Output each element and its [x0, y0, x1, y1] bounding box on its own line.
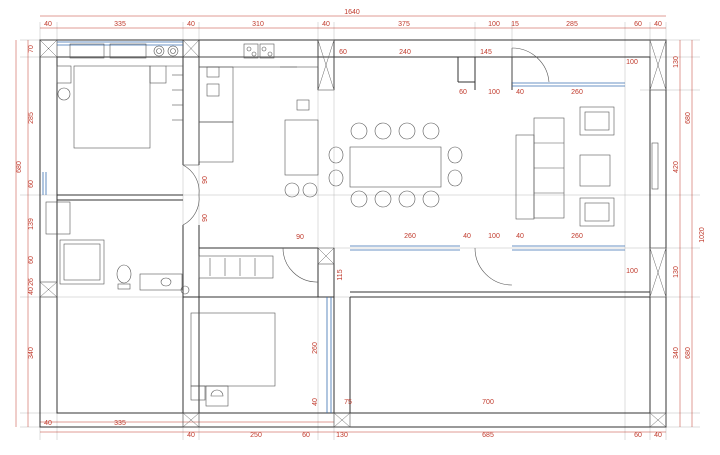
guide-lines — [20, 22, 700, 440]
interior-dim-20: 40 — [312, 398, 319, 406]
total-height-label: 1020 — [699, 227, 706, 243]
bottom-dim-7: 40 — [654, 432, 662, 439]
left-dim-3: 680 — [16, 161, 23, 173]
bottom-dim-6: 60 — [634, 432, 642, 439]
interior-dim-16: 260 — [571, 233, 583, 240]
left-dim-6: 60 — [28, 256, 35, 264]
right-dim-1: 130 — [673, 56, 680, 68]
kitchen-fixtures — [198, 43, 319, 198]
structural-columns — [39, 39, 667, 428]
left-dim-1: 70 — [28, 45, 35, 53]
interior-dim-7: 40 — [516, 89, 524, 96]
interior-dim-4: 100 — [626, 59, 638, 66]
right-dim-4: 130 — [673, 266, 680, 278]
right-dim-6: 680 — [685, 347, 692, 359]
total-width-label: 1640 — [344, 9, 360, 16]
interior-dim-5: 60 — [459, 89, 467, 96]
top-dim-3: 40 — [187, 21, 195, 28]
right-dim-3: 680 — [685, 112, 692, 124]
interior-dim-17: 100 — [626, 268, 638, 275]
top-dim-8: 15 — [511, 21, 519, 28]
right-dim-2: 420 — [673, 161, 680, 173]
interior-dim-13: 40 — [463, 233, 471, 240]
living-room-furniture — [515, 106, 659, 227]
left-dim-7: 26 — [28, 278, 35, 286]
top-dim-6: 375 — [398, 21, 410, 28]
interior-dim-21: 75 — [344, 399, 352, 406]
top-dim-10: 60 — [634, 21, 642, 28]
left-dim-9: 340 — [28, 347, 35, 359]
doors — [182, 47, 550, 286]
interior-dim-2: 240 — [399, 49, 411, 56]
top-dim-9: 285 — [566, 21, 578, 28]
corridor-wardrobe — [198, 255, 274, 279]
left-dim-2: 285 — [28, 112, 35, 124]
left-dim-5: 139 — [28, 218, 35, 230]
bedroom-1-furniture — [56, 43, 183, 149]
bottom-left-dim-2: 335 — [114, 420, 126, 427]
interior-dim-14: 100 — [488, 233, 500, 240]
top-dim-5: 40 — [322, 21, 330, 28]
interior-dim-3: 145 — [480, 49, 492, 56]
interior-dim-22: 700 — [482, 399, 494, 406]
interior-dim-18: 115 — [337, 269, 344, 280]
bathroom-fixtures — [45, 201, 190, 295]
bottom-dim-1: 40 — [187, 432, 195, 439]
top-dim-1: 40 — [44, 21, 52, 28]
interior-dim-10: 90 — [202, 214, 209, 222]
interior-dim-19: 260 — [312, 342, 319, 354]
interior-dim-8: 260 — [571, 89, 583, 96]
interior-dim-9: 90 — [202, 176, 209, 184]
left-dim-8: 40 — [28, 287, 35, 295]
dining-table-set — [328, 122, 463, 208]
interior-dim-1: 60 — [339, 49, 347, 56]
bottom-dim-5: 685 — [482, 432, 494, 439]
dimension-labels: 1640 40 335 40 310 40 375 100 15 285 60 … — [16, 9, 706, 439]
right-dim-5: 340 — [673, 347, 680, 359]
bottom-dim-4: 130 — [336, 432, 348, 439]
interior-dim-12: 260 — [404, 233, 416, 240]
windows — [42, 41, 625, 413]
bedroom-2-furniture — [190, 312, 276, 407]
dimension-lines — [15, 15, 693, 433]
top-dim-11: 40 — [654, 21, 662, 28]
bottom-dim-3: 60 — [302, 432, 310, 439]
bottom-dim-2: 250 — [250, 432, 262, 439]
top-dim-7: 100 — [488, 21, 500, 28]
interior-dim-6: 100 — [488, 89, 500, 96]
top-dim-2: 335 — [114, 21, 126, 28]
left-dim-4: 60 — [28, 180, 35, 188]
top-dim-4: 310 — [252, 21, 264, 28]
bottom-left-dim-1: 40 — [44, 420, 52, 427]
interior-dim-15: 40 — [516, 233, 524, 240]
interior-dim-11: 90 — [296, 234, 304, 241]
